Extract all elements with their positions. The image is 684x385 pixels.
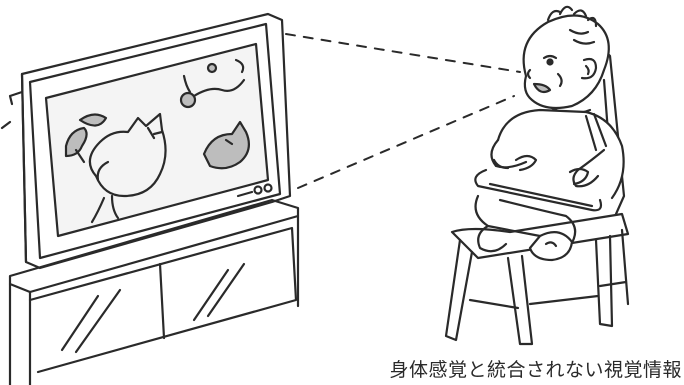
screen-content xyxy=(64,58,251,224)
tv-stand-icon xyxy=(8,198,300,385)
caption-text: 身体感覚と統合されない視覚情報 xyxy=(389,359,682,381)
tv-icon xyxy=(8,12,292,270)
sight-lines xyxy=(285,33,521,189)
baby-icon xyxy=(474,5,625,262)
